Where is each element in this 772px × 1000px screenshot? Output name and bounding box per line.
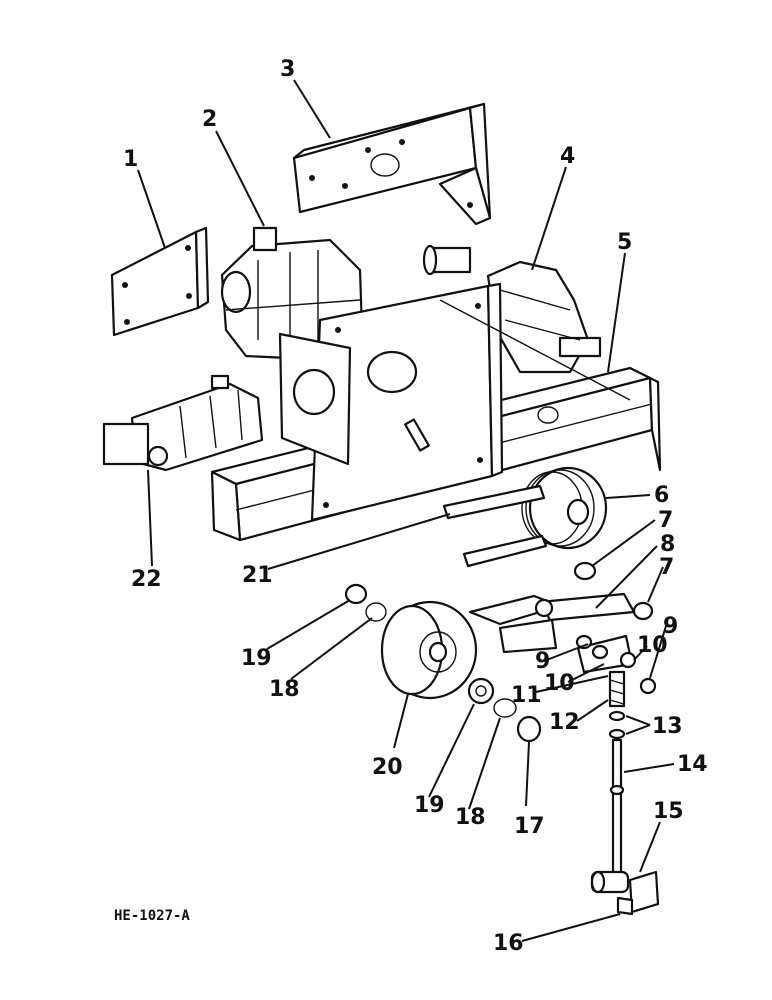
callout-7-upper: 7 bbox=[658, 508, 673, 533]
callout-14: 14 bbox=[677, 752, 708, 777]
part-8-pivot-arm bbox=[468, 592, 636, 654]
callout-3: 3 bbox=[280, 57, 295, 82]
part-7-bushing bbox=[573, 561, 654, 621]
callout-13: 13 bbox=[652, 714, 683, 739]
callout-6: 6 bbox=[654, 483, 669, 508]
callout-15: 15 bbox=[653, 799, 684, 824]
callout-11: 11 bbox=[511, 683, 542, 708]
part-3-channel bbox=[292, 102, 492, 226]
callout-16: 16 bbox=[493, 931, 524, 956]
callout-20: 20 bbox=[372, 755, 403, 780]
callout-7-lower: 7 bbox=[659, 555, 674, 580]
part-12-spring bbox=[608, 670, 626, 708]
callout-12: 12 bbox=[549, 710, 580, 735]
callout-2: 2 bbox=[202, 107, 217, 132]
part-4-gearbox bbox=[422, 244, 602, 374]
callout-19-right: 19 bbox=[414, 793, 445, 818]
callout-4: 4 bbox=[560, 144, 575, 169]
leader-lines bbox=[137, 79, 675, 942]
part-6-sheave bbox=[521, 466, 608, 550]
part-20-idler-pulley bbox=[380, 600, 478, 700]
part-16-bracket bbox=[616, 870, 660, 916]
callout-17: 17 bbox=[514, 814, 545, 839]
part-22-motor bbox=[102, 374, 264, 472]
callout-18-right: 18 bbox=[455, 805, 486, 830]
part-13-washers bbox=[608, 710, 626, 740]
part-1-plate bbox=[110, 226, 210, 337]
callout-5: 5 bbox=[617, 230, 632, 255]
callout-9-right: 9 bbox=[663, 614, 678, 639]
callout-10-right: 10 bbox=[637, 633, 668, 658]
callout-22: 22 bbox=[131, 567, 162, 592]
callout-8: 8 bbox=[660, 532, 675, 557]
callout-18-left: 18 bbox=[269, 677, 300, 702]
part-17-spacer bbox=[516, 715, 542, 743]
part-15-clevis bbox=[590, 870, 630, 894]
part-18-snap-ring bbox=[365, 602, 517, 718]
callout-9-left: 9 bbox=[535, 649, 550, 674]
callout-10-left: 10 bbox=[544, 671, 575, 696]
part-11-pivot-block bbox=[575, 634, 657, 695]
part-5-frame bbox=[210, 282, 662, 542]
reference-code: HE-1027-A bbox=[114, 908, 190, 924]
callout-19-left: 19 bbox=[241, 646, 272, 671]
callout-labels: 1 2 3 4 5 6 7 7 8 9 9 10 10 11 12 13 14 … bbox=[123, 57, 708, 956]
part-14-rod bbox=[609, 738, 625, 882]
callout-1: 1 bbox=[123, 147, 138, 172]
part-19-bearing bbox=[344, 583, 495, 705]
callout-21: 21 bbox=[242, 563, 273, 588]
